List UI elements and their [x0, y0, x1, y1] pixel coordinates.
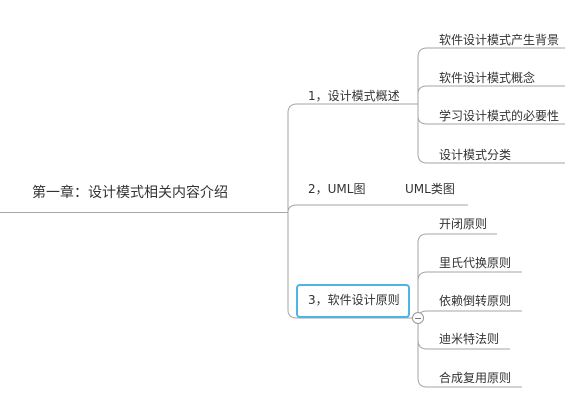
connector-b3-leaf-2	[417, 271, 522, 318]
connector-b3-leaf-1	[417, 233, 497, 318]
leaf-topic[interactable]: UML类图	[405, 182, 455, 196]
leaf-topic[interactable]: 合成复用原则	[439, 371, 512, 385]
branch-topic-overview[interactable]: 1，设计模式概述	[308, 89, 400, 103]
connector-root-branch-1	[287, 103, 418, 213]
leaf-topic[interactable]: 学习设计模式的必要性	[439, 109, 560, 123]
connector-root-branch-2	[287, 204, 418, 213]
leaf-topic[interactable]: 依赖倒转原则	[439, 294, 512, 308]
leaf-topic[interactable]: 里氏代换原则	[439, 256, 512, 270]
branch-topic-principles[interactable]: 3，软件设计原则	[308, 293, 400, 307]
connector-b1-leaf-4	[417, 104, 565, 164]
root-topic[interactable]: 第一章：设计模式相关内容介绍	[32, 185, 228, 201]
connector-b3-leaf-3	[417, 310, 522, 320]
leaf-topic[interactable]: 软件设计模式概念	[439, 71, 536, 85]
connector-root-branch-3	[287, 212, 418, 319]
leaf-topic[interactable]: 设计模式分类	[439, 148, 512, 162]
connector-b1-leaf-1	[417, 47, 565, 104]
connector-b1-leaf-2	[417, 85, 565, 104]
branch-topic-uml[interactable]: 2，UML图	[308, 182, 366, 196]
selection-highlight	[296, 284, 410, 318]
leaf-topic[interactable]: 迪米特法则	[439, 332, 500, 346]
collapse-icon[interactable]	[412, 312, 424, 324]
leaf-topic[interactable]: 软件设计模式产生背景	[439, 33, 560, 47]
leaf-topic[interactable]: 开闭原则	[439, 217, 488, 231]
connector-b3-leaf-5	[417, 318, 522, 388]
